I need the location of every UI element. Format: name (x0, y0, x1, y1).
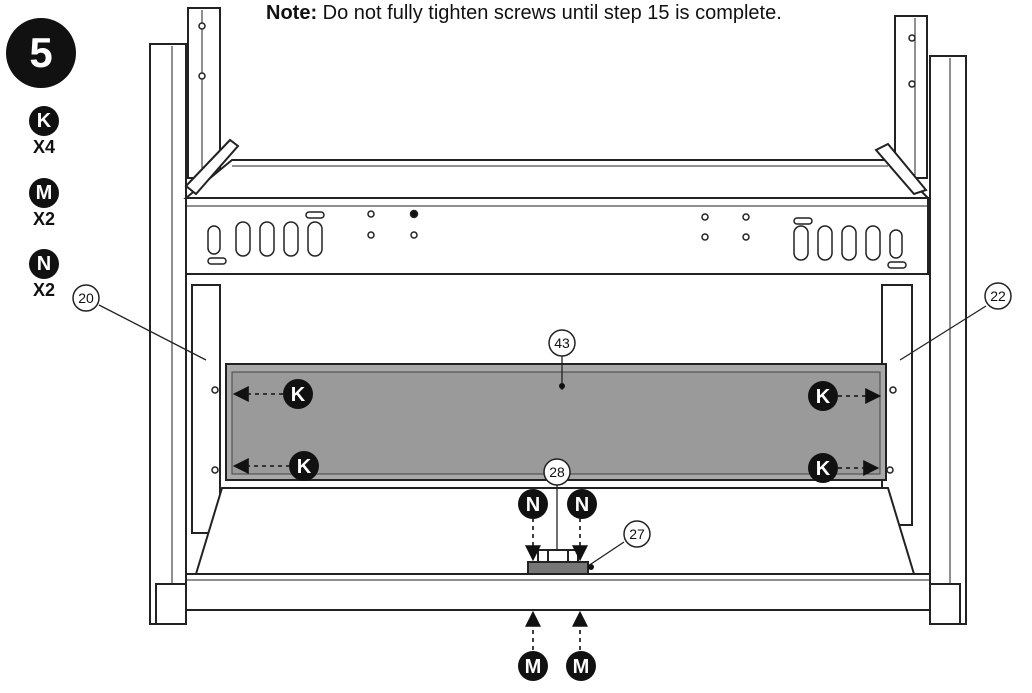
part-label-22: 22 (984, 282, 1012, 310)
back-left-post (187, 7, 221, 534)
bottom-shelf (185, 487, 931, 611)
callout-k-bottom-right: K (808, 453, 838, 483)
panel-leader-dot (559, 383, 565, 389)
svg-text:K: K (816, 458, 831, 480)
apron-left-slots (207, 211, 325, 265)
hardware-item-m: M X2 (24, 178, 64, 230)
hardware-item-k: K X4 (24, 106, 64, 158)
note-text: Do not fully tighten screws until step 1… (322, 2, 782, 24)
hardware-item-n: N X2 (24, 249, 64, 301)
svg-text:M: M (525, 656, 542, 678)
apron-holes (367, 209, 750, 241)
right-leg (929, 55, 967, 625)
top-frame (183, 138, 931, 199)
hardware-m-icon: M (29, 178, 59, 208)
svg-text:43: 43 (554, 335, 570, 351)
step-number: 5 (29, 29, 53, 76)
callout-k-top-left: K (283, 379, 313, 409)
svg-text:N: N (526, 494, 540, 516)
svg-text:K: K (816, 386, 831, 408)
assembly-note: Note: Do not fully tighten screws until … (266, 2, 782, 25)
svg-text:22: 22 (990, 288, 1006, 304)
hardware-k-icon: K (29, 106, 59, 136)
hardware-m-quantity: X2 (32, 209, 56, 229)
shelf-leader-dot (588, 564, 594, 570)
apron-right-slots (793, 217, 907, 269)
part-label-43: 43 (548, 329, 576, 357)
leader-lines (98, 304, 987, 567)
svg-text:N: N (575, 494, 589, 516)
callout-k-bottom-left: K (289, 451, 319, 481)
part-label-28: 28 (543, 458, 571, 486)
part-label-20: 20 (72, 284, 100, 312)
svg-text:M: M (573, 656, 590, 678)
post-holes (198, 22, 916, 474)
svg-text:K: K (297, 456, 312, 478)
hardware-n-icon: N (29, 249, 59, 279)
dashed-arrows (232, 386, 882, 650)
hardware-k-quantity: X4 (32, 137, 56, 157)
hardware-n-quantity: X2 (32, 280, 56, 300)
note-label: Note: (266, 2, 318, 24)
svg-text:20: 20 (78, 290, 94, 306)
callout-m-left: M (518, 651, 548, 681)
svg-text:K: K (291, 384, 306, 406)
callout-m-right: M (566, 651, 596, 681)
callout-k-top-right: K (808, 381, 838, 411)
center-bracket (527, 549, 589, 575)
step-number-badge: 5 (6, 18, 76, 88)
part-label-27: 27 (623, 520, 651, 548)
callout-n-right: N (567, 489, 597, 519)
callout-n-left: N (518, 489, 548, 519)
svg-text:28: 28 (549, 464, 565, 480)
svg-text:27: 27 (629, 526, 645, 542)
